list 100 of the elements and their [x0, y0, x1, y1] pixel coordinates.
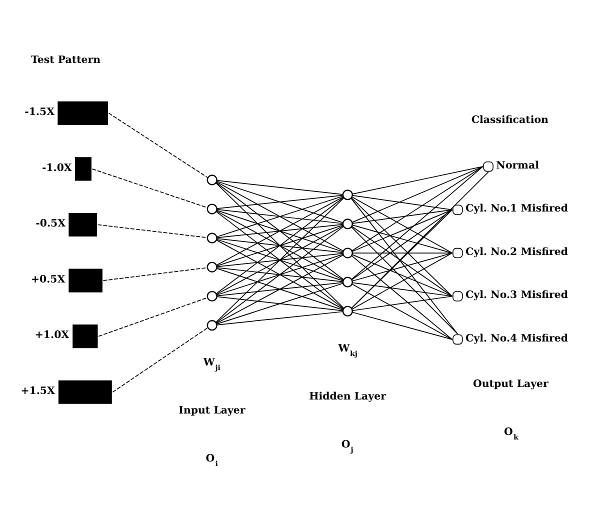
connector: [216, 268, 344, 310]
node-label: -1.0X: [42, 162, 72, 174]
connector: [216, 211, 344, 309]
connector: [216, 181, 344, 252]
node-bar: [68, 268, 102, 292]
connector: [352, 252, 453, 310]
node-circle: [206, 232, 218, 244]
node-label: +0.5X: [30, 273, 66, 286]
connector: [352, 252, 453, 282]
connector: [352, 195, 453, 210]
connector: [216, 267, 344, 282]
connector: [216, 226, 344, 324]
node-circle: [206, 290, 218, 302]
label: W$_{kj}$: [338, 342, 358, 358]
connector: [352, 166, 484, 194]
node-label: -0.5X: [36, 218, 66, 230]
connector: [352, 282, 453, 297]
connector: [216, 282, 344, 325]
connector: [352, 284, 453, 340]
connector: [216, 182, 344, 280]
connector: [216, 254, 344, 296]
node-circle: [452, 291, 463, 302]
node-label: +1.0X: [34, 329, 70, 342]
connector: [92, 168, 208, 208]
node-circle: [452, 204, 463, 215]
node-bar: [72, 324, 98, 348]
connector: [216, 210, 344, 281]
node-bar: [68, 212, 97, 237]
connector: [352, 166, 484, 252]
label: O$_{i}$: [206, 452, 218, 468]
node-label: -1.5X: [24, 106, 55, 118]
connector: [216, 254, 344, 324]
label: W$_{ji}$: [203, 356, 220, 372]
node-circle: [206, 174, 218, 186]
connector: [216, 226, 344, 295]
connector: [216, 311, 344, 326]
connector: [351, 209, 453, 309]
node-circle: [342, 190, 353, 200]
label: Classification: [471, 114, 548, 126]
connector: [102, 267, 208, 281]
label: Hidden Layer: [309, 390, 386, 403]
connector: [216, 238, 344, 254]
connector: [97, 224, 208, 238]
connector: [352, 312, 453, 340]
connector: [352, 209, 453, 224]
connector: [352, 254, 453, 297]
label: Output Layer: [472, 378, 548, 390]
connector: [351, 226, 453, 297]
connector: [216, 282, 344, 296]
node-label: Cyl. No.4 Misfired: [466, 332, 568, 344]
connector: [350, 226, 458, 334]
connector: [352, 196, 453, 254]
node-circle: [206, 320, 218, 331]
connector: [216, 197, 344, 294]
connector: [216, 224, 344, 238]
node-label: Cyl. No.2 Misfired: [466, 246, 568, 258]
connector: [351, 255, 453, 340]
connector: [352, 209, 453, 252]
node-bar: [74, 157, 92, 181]
connector: [351, 209, 453, 280]
label: Test Pattern: [30, 54, 101, 66]
node-label: Cyl. No.3 Misfired: [466, 289, 568, 302]
node-circle: [452, 334, 463, 345]
node-circle: [342, 218, 353, 230]
connector: [216, 238, 344, 282]
connector: [216, 180, 344, 195]
node-circle: [342, 276, 353, 288]
connector: [216, 240, 344, 310]
connector: [352, 224, 453, 254]
node-circle: [342, 248, 353, 258]
label: Input Layer: [178, 404, 246, 417]
label: O$_{j}$: [341, 438, 354, 454]
node-circle: [206, 204, 218, 214]
node-circle: [342, 306, 353, 316]
connector: [216, 253, 344, 268]
connector: [352, 252, 453, 254]
connector: [216, 296, 344, 312]
connector: [350, 198, 458, 334]
node-circle: [452, 248, 463, 258]
connector: [216, 194, 344, 210]
node-label: +1.5X: [20, 385, 55, 398]
node-label: Normal: [496, 159, 539, 172]
connector: [216, 209, 344, 224]
connector: [216, 180, 344, 224]
node-bar: [58, 101, 108, 125]
node-circle: [483, 161, 494, 172]
node-label: Cyl. No.1 Misfired: [466, 202, 568, 215]
connector: [98, 297, 208, 337]
connector: [351, 172, 489, 308]
connector: [216, 196, 344, 238]
connector: [351, 166, 484, 280]
connector: [108, 112, 208, 178]
connector: [216, 196, 344, 266]
connector: [216, 197, 344, 323]
connector: [112, 327, 208, 393]
connector: [216, 182, 344, 309]
node-circle: [206, 262, 218, 272]
connector: [352, 166, 484, 223]
node-bar: [58, 380, 112, 404]
label: O$_{k}$: [504, 426, 518, 442]
